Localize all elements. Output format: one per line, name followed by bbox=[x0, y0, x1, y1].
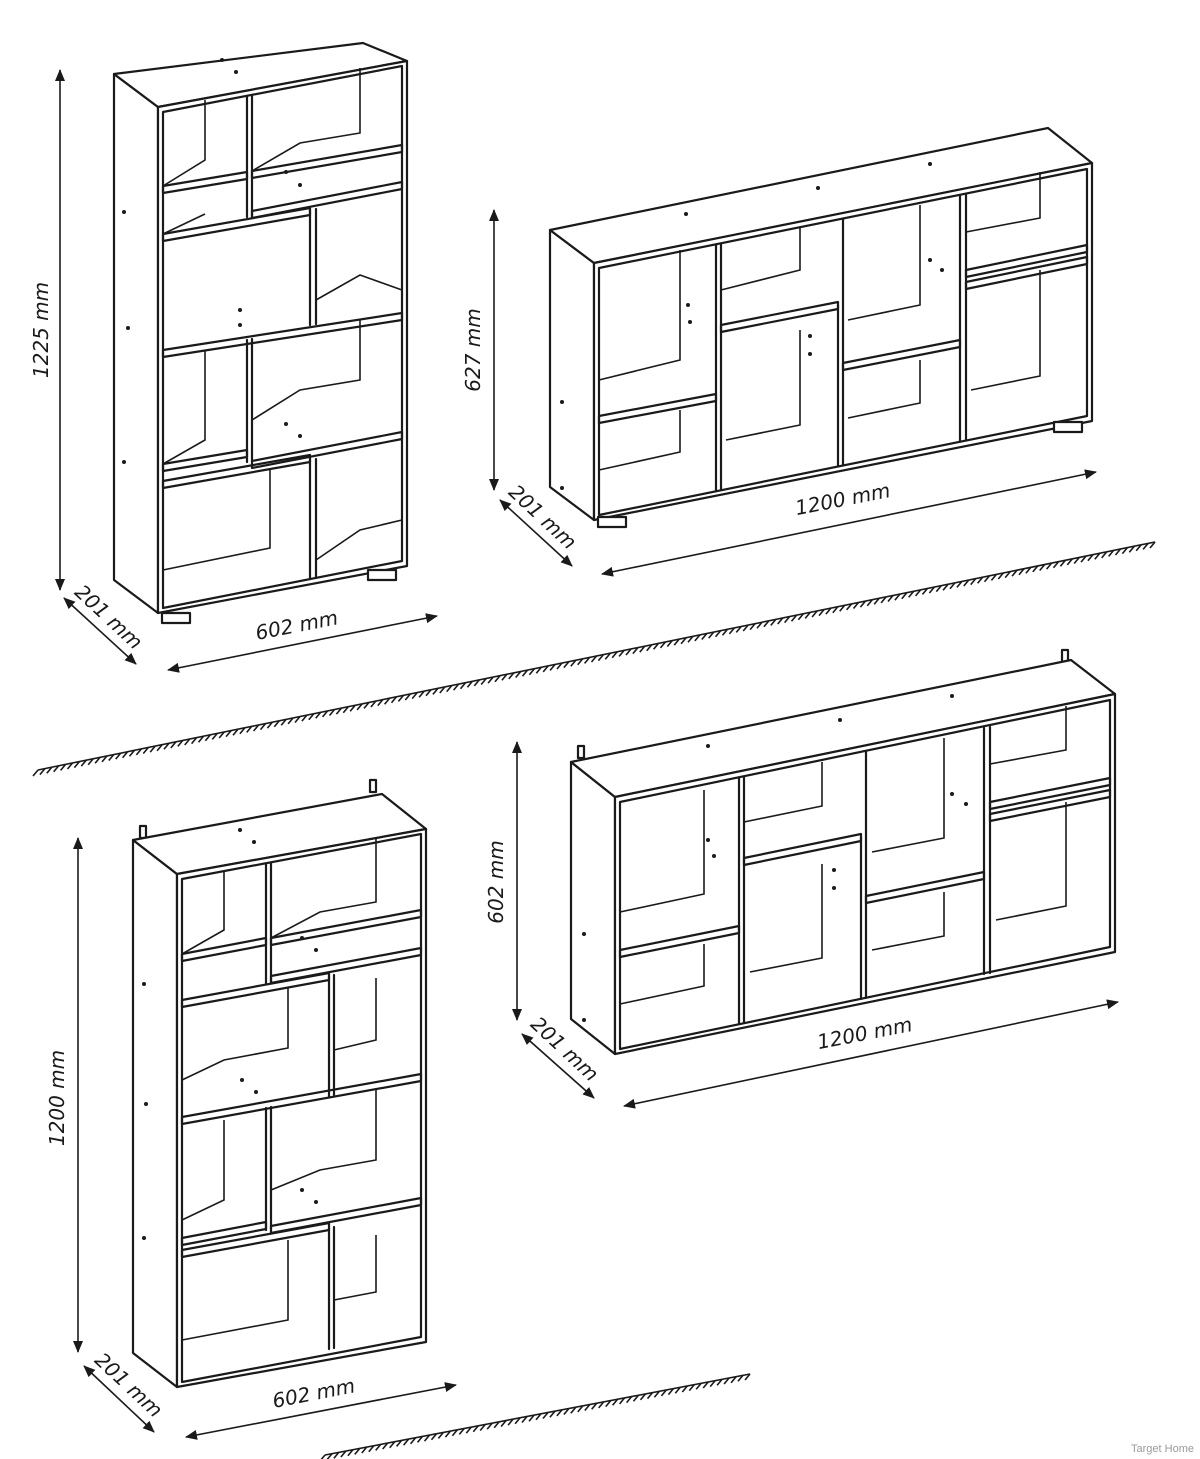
bookcase-front bbox=[156, 59, 409, 615]
sideboard-wall-drawing: 602 mm 201 mm 1200 mm bbox=[484, 648, 1119, 1109]
sideboard-floor-width-label: 1200 mm bbox=[793, 478, 892, 520]
sideboard-floor-drawing: 627 mm 201 mm 1200 mm bbox=[461, 126, 1097, 577]
bookcase-floor-drawing: 1225 mm 201 mm 602 mm bbox=[29, 41, 438, 673]
sideboard-wall-height-label: 602 mm bbox=[484, 840, 508, 924]
wall-bracket-icon bbox=[368, 778, 378, 794]
wall-sideboard-side-panel bbox=[569, 760, 617, 1056]
bookcase-side-panel bbox=[112, 72, 160, 615]
bookcase-wall-height-label: 1200 mm bbox=[45, 1050, 69, 1146]
wall-bracket-icon bbox=[138, 824, 148, 840]
sideboard-side-panel bbox=[548, 228, 596, 522]
wall-bookcase-front bbox=[175, 827, 428, 1389]
bookcase-wall-drawing: 1200 mm 201 mm 602 mm bbox=[45, 778, 457, 1440]
sideboard-floor-height-label: 627 mm bbox=[461, 308, 485, 392]
wall-bracket-icon bbox=[576, 744, 586, 760]
credit-watermark: Target Home bbox=[1131, 1443, 1194, 1455]
wall-bookcase-side-panel bbox=[131, 838, 179, 1389]
floor-line-lower bbox=[320, 1373, 751, 1459]
bookcase-floor-width-label: 602 mm bbox=[253, 605, 340, 644]
bookcase-floor-height-label: 1225 mm bbox=[29, 282, 53, 378]
